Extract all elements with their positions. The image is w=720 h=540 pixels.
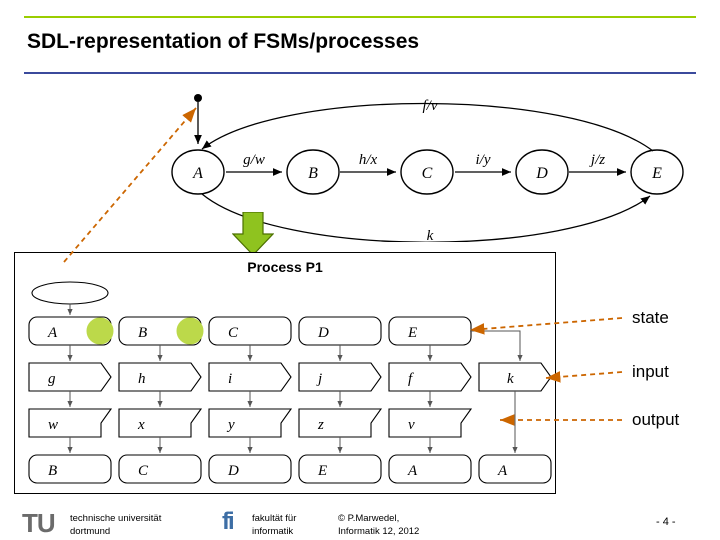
annotation-input-label: input xyxy=(632,362,669,381)
svg-text:z: z xyxy=(317,417,324,433)
fsm-transition-label-gw: g/w xyxy=(243,152,265,168)
fsm-transition-label-jz: j/z xyxy=(589,152,605,168)
svg-text:A: A xyxy=(497,463,508,479)
title-divider-rule xyxy=(24,72,696,74)
svg-text:A: A xyxy=(47,325,58,341)
fsm-transition-label-hx: h/x xyxy=(359,152,378,168)
annotation-output-label: output xyxy=(632,410,680,429)
svg-text:C: C xyxy=(228,325,239,341)
svg-text:i: i xyxy=(228,371,232,387)
fsm-state-label-d: D xyxy=(535,165,548,182)
svg-text:k: k xyxy=(507,371,514,387)
svg-text:j: j xyxy=(316,371,322,387)
footer-copyright: © P.Marwedel, Informatik 12, 2012 xyxy=(338,512,498,538)
svg-text:y: y xyxy=(226,417,235,433)
svg-text:g: g xyxy=(48,371,56,387)
svg-text:w: w xyxy=(48,417,58,433)
footer-copyright-line2: Informatik 12, 2012 xyxy=(338,526,420,537)
green-down-arrow-icon xyxy=(232,212,274,256)
svg-text:C: C xyxy=(138,463,149,479)
footer-faculty-line1: fakultät für xyxy=(252,513,297,524)
svg-text:B: B xyxy=(138,325,147,341)
svg-text:E: E xyxy=(317,463,327,479)
sdl-process-box: Process P1 A g w xyxy=(14,252,556,494)
svg-text:A: A xyxy=(407,463,418,479)
page-number: - 4 - xyxy=(656,516,676,528)
top-accent-rule xyxy=(24,16,696,18)
sdl-column-1: A g w B xyxy=(28,316,114,484)
page-title: SDL-representation of FSMs/processes xyxy=(27,30,420,53)
sdl-column-4: D j z E xyxy=(298,316,383,484)
footer-university-line1: technische universität xyxy=(70,513,162,524)
footer-faculty-line2: informatik xyxy=(252,526,294,537)
sdl-column-5: E f v A xyxy=(388,316,473,484)
sdl-column-2: B h x C xyxy=(118,316,204,484)
svg-text:v: v xyxy=(408,417,415,433)
fsm-state-label-b: B xyxy=(308,165,318,182)
fsm-transition-label-iy: i/y xyxy=(476,152,491,168)
fsm-initial-state-dot xyxy=(194,94,202,102)
footer-faculty: fakultät für informatik xyxy=(252,512,372,538)
footer-university: technische universität dortmund xyxy=(70,512,220,538)
fi-logo: fi xyxy=(222,508,235,535)
footer-university-line2: dortmund xyxy=(70,526,111,537)
sdl-column-3: C i y D xyxy=(208,316,293,484)
fsm-state-label-c: C xyxy=(422,165,433,182)
tu-logo: TU xyxy=(22,508,56,538)
fsm-state-label-a: A xyxy=(192,165,203,182)
fsm-state-label-e: E xyxy=(651,165,662,182)
arrow-input xyxy=(545,371,623,383)
svg-text:E: E xyxy=(407,325,417,341)
svg-text:D: D xyxy=(317,325,329,341)
svg-text:h: h xyxy=(138,371,146,387)
fsm-transition-label-fv: f/v xyxy=(423,98,438,114)
sdl-start-symbol xyxy=(31,281,109,305)
fsm-transition-label-k: k xyxy=(427,228,434,242)
annotation-state-label: state xyxy=(632,308,669,327)
footer-copyright-line1: © P.Marwedel, xyxy=(338,513,400,524)
sdl-column-6: k A xyxy=(470,330,552,484)
svg-text:D: D xyxy=(227,463,239,479)
sdl-process-title: Process P1 xyxy=(247,259,323,275)
svg-text:x: x xyxy=(137,417,145,433)
svg-text:B: B xyxy=(48,463,57,479)
svg-text:f: f xyxy=(408,371,414,387)
